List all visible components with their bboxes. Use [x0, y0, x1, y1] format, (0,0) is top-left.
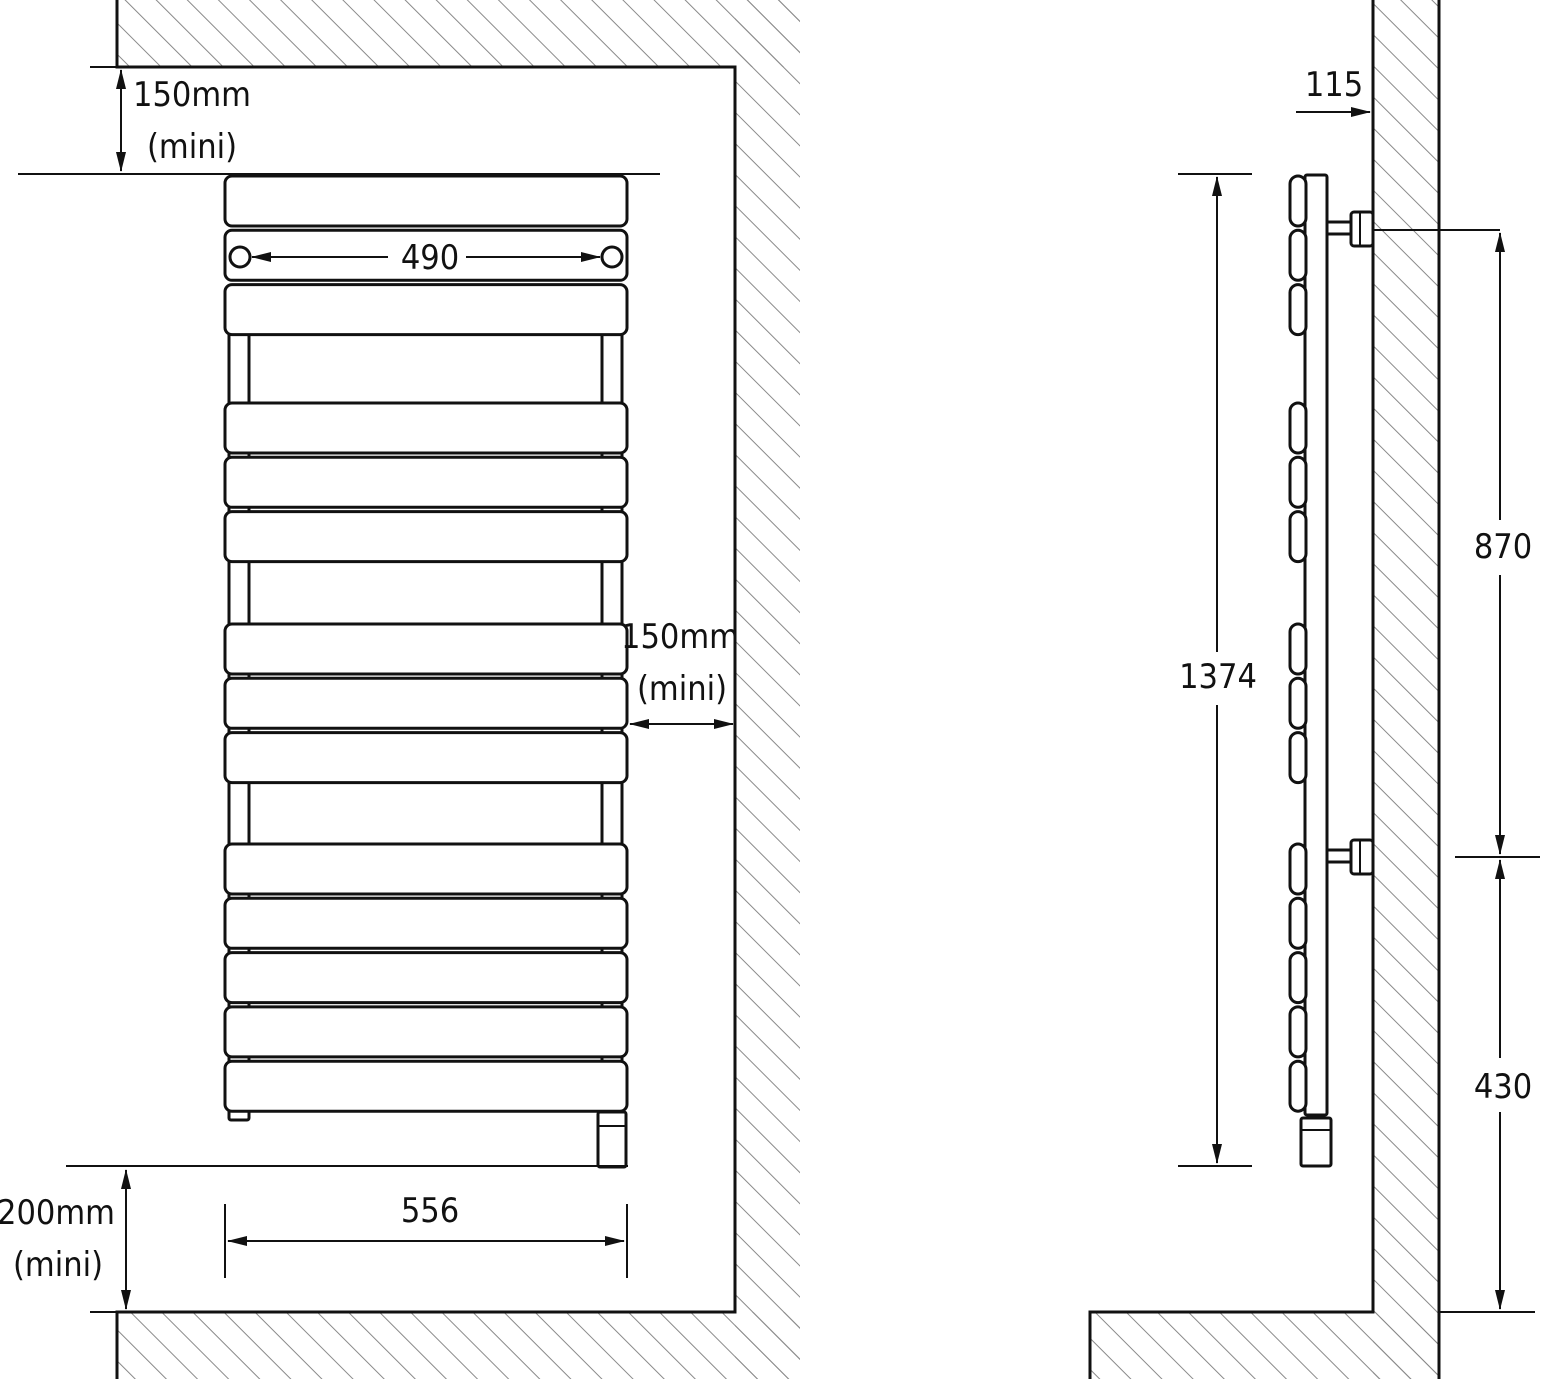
side-bar-6 — [1288, 510, 1308, 564]
bracket-centres-label: 870 — [1474, 527, 1532, 567]
front-bar-11 — [223, 896, 629, 950]
overall-width-label: 556 — [401, 1191, 459, 1231]
lower-bracket-height-dimension: 430 — [1440, 859, 1535, 1313]
front-bar-12 — [223, 951, 629, 1005]
side-bar-3 — [1288, 283, 1308, 337]
side-bar-4 — [1288, 401, 1308, 455]
wall-projection-dimension: 115 — [1296, 65, 1371, 117]
bracket-spacing-dimension: 490 — [251, 238, 601, 278]
front-bar-13 — [223, 1005, 629, 1059]
side-rail — [1299, 173, 1333, 1168]
side-bar-8 — [1288, 676, 1308, 730]
right-bracket-hole-icon — [600, 245, 624, 269]
front-view: 490 150mm (mini) 150mm (mini) 200mm (min… — [0, 0, 800, 1379]
overall-width-dimension: 556 — [224, 1191, 628, 1278]
lower-bracket — [1325, 838, 1375, 876]
wall-projection-label: 115 — [1305, 65, 1363, 105]
side-bar-12 — [1288, 951, 1308, 1005]
side-bar-13 — [1288, 1005, 1308, 1059]
front-bar-6 — [223, 510, 629, 564]
side-view: 115 1374 870 430 — [1088, 0, 1540, 1379]
side-clearance-value: 150mm — [621, 617, 739, 657]
bracket-centres-dimension: 870 — [1373, 229, 1540, 858]
front-wall-outline — [115, 0, 737, 1379]
upper-bracket — [1325, 210, 1375, 248]
floor-clearance-dimension: 200mm (mini) — [0, 1165, 628, 1313]
overall-height-dimension: 1374 — [1178, 173, 1257, 1167]
front-bars — [223, 174, 629, 1113]
front-bar-4 — [223, 401, 629, 455]
side-bar-10 — [1288, 842, 1308, 896]
side-bar-1 — [1288, 174, 1308, 228]
top-clearance-value: 150mm — [133, 75, 251, 115]
front-bar-10 — [223, 842, 629, 896]
front-wall-hatching — [117, 0, 800, 1379]
front-bar-3 — [223, 283, 629, 337]
side-clearance-note: (mini) — [637, 669, 727, 709]
side-wall-hatching — [1090, 0, 1439, 1379]
bracket-spacing-label: 490 — [401, 238, 459, 278]
side-bar-9 — [1288, 731, 1308, 785]
side-bar-11 — [1288, 896, 1308, 950]
lower-bracket-height-label: 430 — [1474, 1067, 1532, 1107]
side-bars — [1288, 174, 1308, 1113]
side-bar-14 — [1288, 1059, 1308, 1113]
front-bar-14 — [223, 1059, 629, 1113]
floor-clearance-value: 200mm — [0, 1193, 115, 1233]
front-bar-9 — [223, 731, 629, 785]
left-bracket-hole-icon — [228, 245, 252, 269]
side-bar-2 — [1288, 228, 1308, 282]
front-bar-5 — [223, 455, 629, 509]
top-clearance-note: (mini) — [147, 127, 237, 167]
side-clearance-dimension: 150mm (mini) — [621, 617, 739, 729]
front-bar-7 — [223, 622, 629, 676]
front-bar-8 — [223, 676, 629, 730]
front-bar-1 — [223, 174, 629, 228]
floor-clearance-note: (mini) — [13, 1245, 103, 1285]
side-bar-5 — [1288, 455, 1308, 509]
front-bar-2 — [223, 228, 629, 282]
side-bar-7 — [1288, 622, 1308, 676]
top-clearance-dimension: 150mm (mini) — [18, 66, 660, 175]
overall-height-label: 1374 — [1179, 657, 1257, 697]
